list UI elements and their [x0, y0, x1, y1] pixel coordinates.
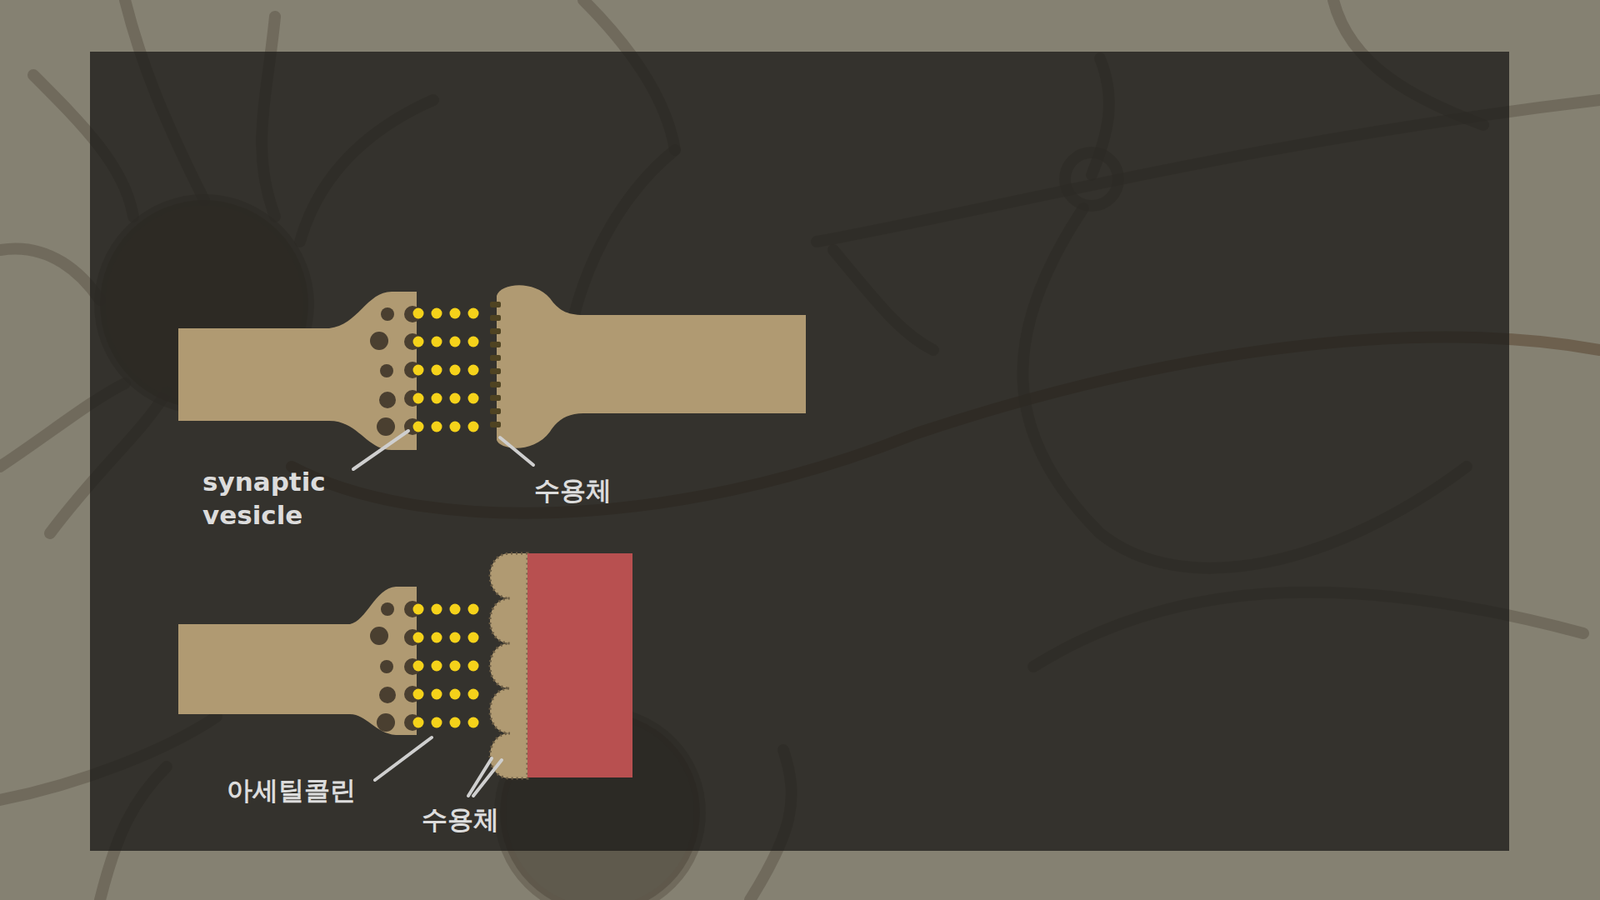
- part-label: 수용체: [534, 473, 612, 507]
- part-label: 수용체: [421, 802, 500, 836]
- neurotransmitter-dots: [409, 299, 483, 441]
- postsynaptic-dendrite: [496, 285, 806, 448]
- part-label: 아세틸콜린: [226, 773, 356, 807]
- presynaptic-terminal: [178, 586, 417, 735]
- muscle-receptor-membrane: [490, 553, 528, 779]
- part-label: synaptic vesicle: [202, 465, 349, 533]
- panel: [90, 51, 1510, 851]
- acetylcholine-dots: [409, 595, 483, 737]
- muscle-cell: [527, 553, 633, 778]
- leader-lines: [353, 430, 534, 796]
- presynaptic-terminal: [178, 291, 417, 450]
- receptors: [490, 301, 501, 428]
